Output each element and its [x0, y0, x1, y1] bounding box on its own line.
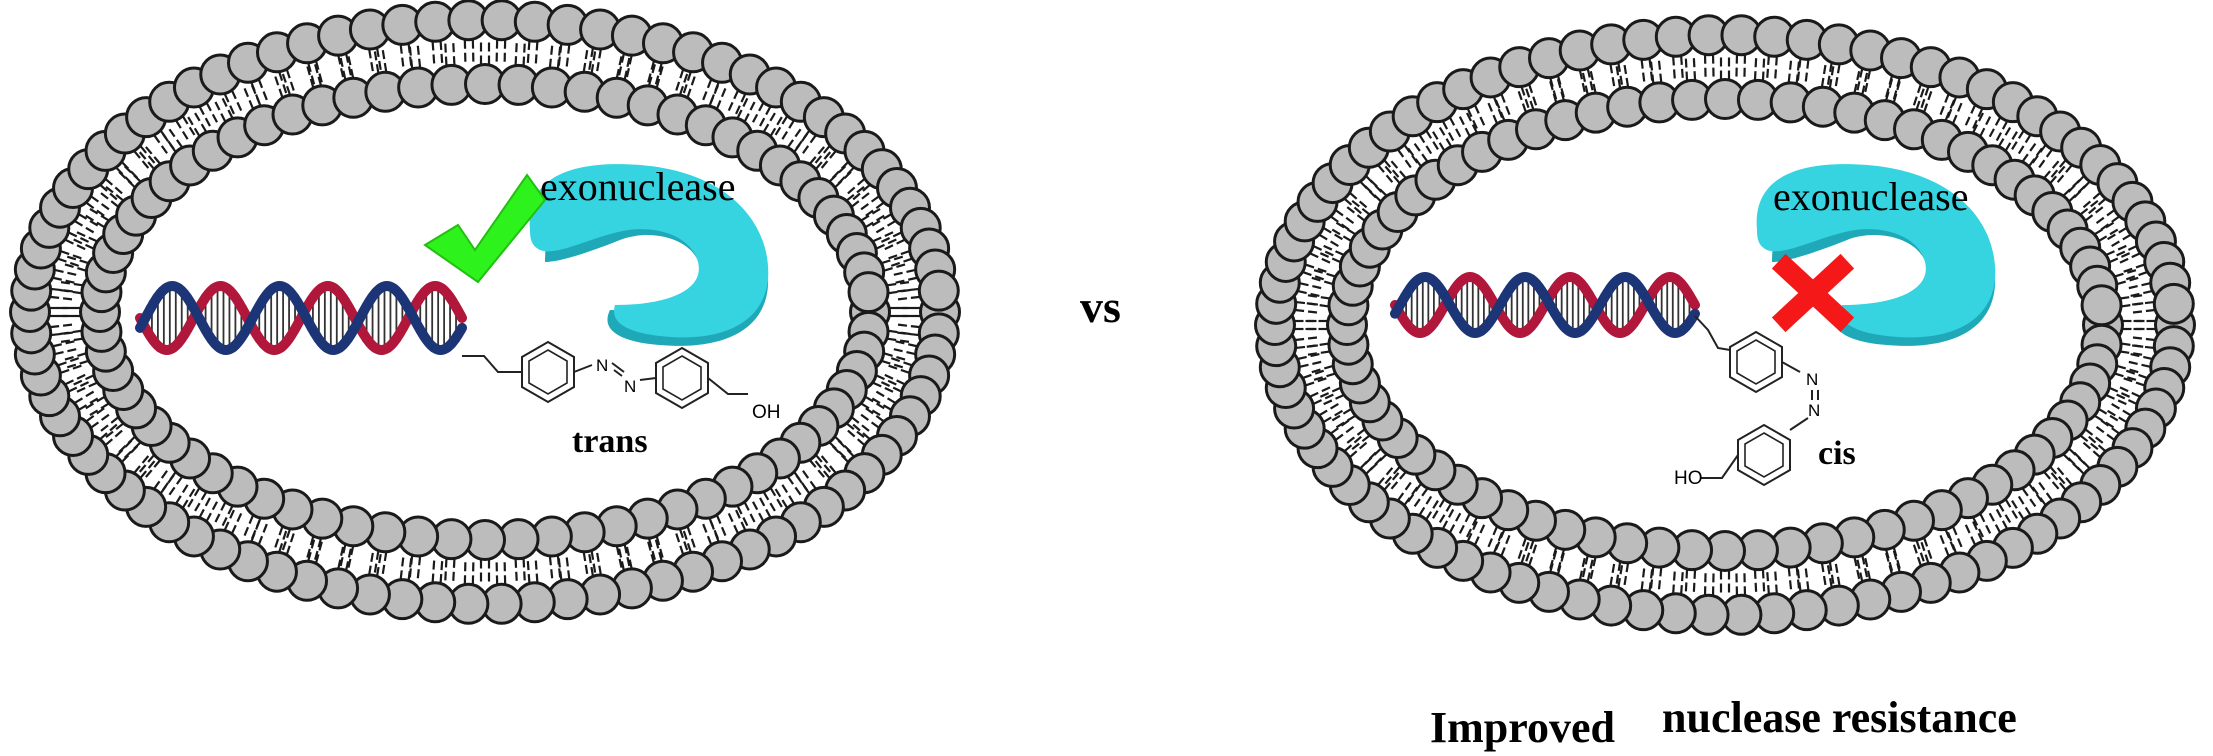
lipid-head	[2080, 284, 2123, 327]
right-liposome-membrane	[1254, 14, 2196, 636]
left-hydroxyl-label: OH	[752, 402, 781, 423]
left-azo-n2: N	[624, 377, 636, 396]
right-azo-n1: N	[1806, 370, 1818, 389]
right-panel: exonuclease N N HO cis	[1254, 14, 2196, 636]
right-dna-helix	[1390, 271, 1700, 339]
lipid-head	[2152, 282, 2195, 325]
left-panel: exonuclease N N OH trans	[9, 0, 961, 625]
right-exonuclease-label: exonuclease	[1773, 174, 1968, 219]
lipid-heads	[1254, 14, 2196, 636]
lipid-head	[917, 269, 960, 312]
check-icon	[423, 173, 547, 284]
lipid-heads	[9, 0, 961, 625]
left-dna-helix	[135, 280, 467, 356]
right-azo-n2: N	[1808, 401, 1820, 420]
right-hydroxyl-label: HO	[1674, 468, 1703, 489]
right-exonuclease-shape	[1756, 164, 1996, 346]
dna-strand-blue	[135, 280, 467, 356]
left-isomer-label: trans	[572, 423, 648, 460]
lipid-tails	[49, 39, 921, 585]
dna-strand-blue	[1390, 271, 1700, 339]
left-azobenzene-trans	[462, 341, 748, 409]
cross-icon	[1771, 253, 1855, 333]
right-azobenzene-cis	[1694, 315, 1819, 486]
lipid-head	[847, 271, 890, 314]
left-exonuclease-shape	[529, 164, 769, 346]
caption-word-improved: Improved	[1430, 703, 1615, 752]
vs-label: vs	[1080, 281, 1121, 332]
caption-nuclease-resistance: nuclease resistance	[1662, 693, 2017, 742]
lipid-tails	[1294, 54, 2156, 596]
left-liposome-membrane	[9, 0, 961, 625]
left-exonuclease-label: exonuclease	[540, 164, 735, 209]
left-azo-n1: N	[596, 356, 608, 375]
right-isomer-label: cis	[1818, 435, 1856, 472]
